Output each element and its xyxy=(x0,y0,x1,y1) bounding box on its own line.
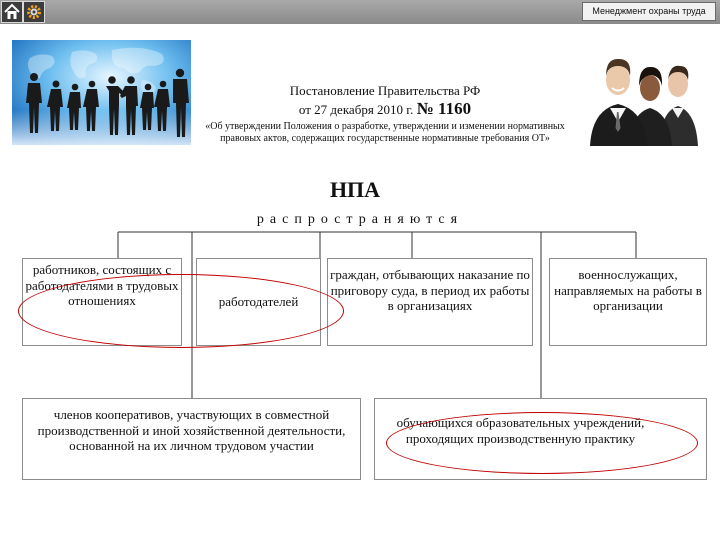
document-date: от 27 декабря 2010 г. xyxy=(298,102,414,117)
node-convicts-text: граждан, отбывающих наказание по пригово… xyxy=(330,267,530,313)
document-number: № 1160 xyxy=(416,99,472,118)
node-military-text: военнослужащих, направляемых на работы в… xyxy=(554,267,702,313)
business-team-image xyxy=(590,42,700,146)
top-bar: Менеджмент охраны труда xyxy=(0,0,720,24)
business-people-image xyxy=(12,40,191,145)
highlight-ellipse-students xyxy=(386,412,698,474)
document-description: «Об утверждении Положения о разработке, … xyxy=(205,121,565,144)
title-block: Постановление Правительства РФ от 27 дек… xyxy=(200,83,570,145)
node-military: военнослужащих, направляемых на работы в… xyxy=(549,258,707,346)
highlight-ellipse-employees-employers xyxy=(18,274,344,348)
section-tab[interactable]: Менеджмент охраны труда xyxy=(582,2,716,21)
document-date-number: от 27 декабря 2010 г. № 1160 xyxy=(200,99,570,120)
gear-icon[interactable] xyxy=(23,1,45,23)
relation-label: распространяются xyxy=(256,212,464,227)
node-cooperatives-text: членов кооперативов, участвующих в совме… xyxy=(37,407,346,453)
node-cooperatives: членов кооперативов, участвующих в совме… xyxy=(22,398,361,480)
npa-root-label: НПА xyxy=(329,177,381,202)
home-icon[interactable] xyxy=(1,1,23,23)
document-title: Постановление Правительства РФ xyxy=(289,83,481,98)
node-convicts: граждан, отбывающих наказание по пригово… xyxy=(327,258,533,346)
